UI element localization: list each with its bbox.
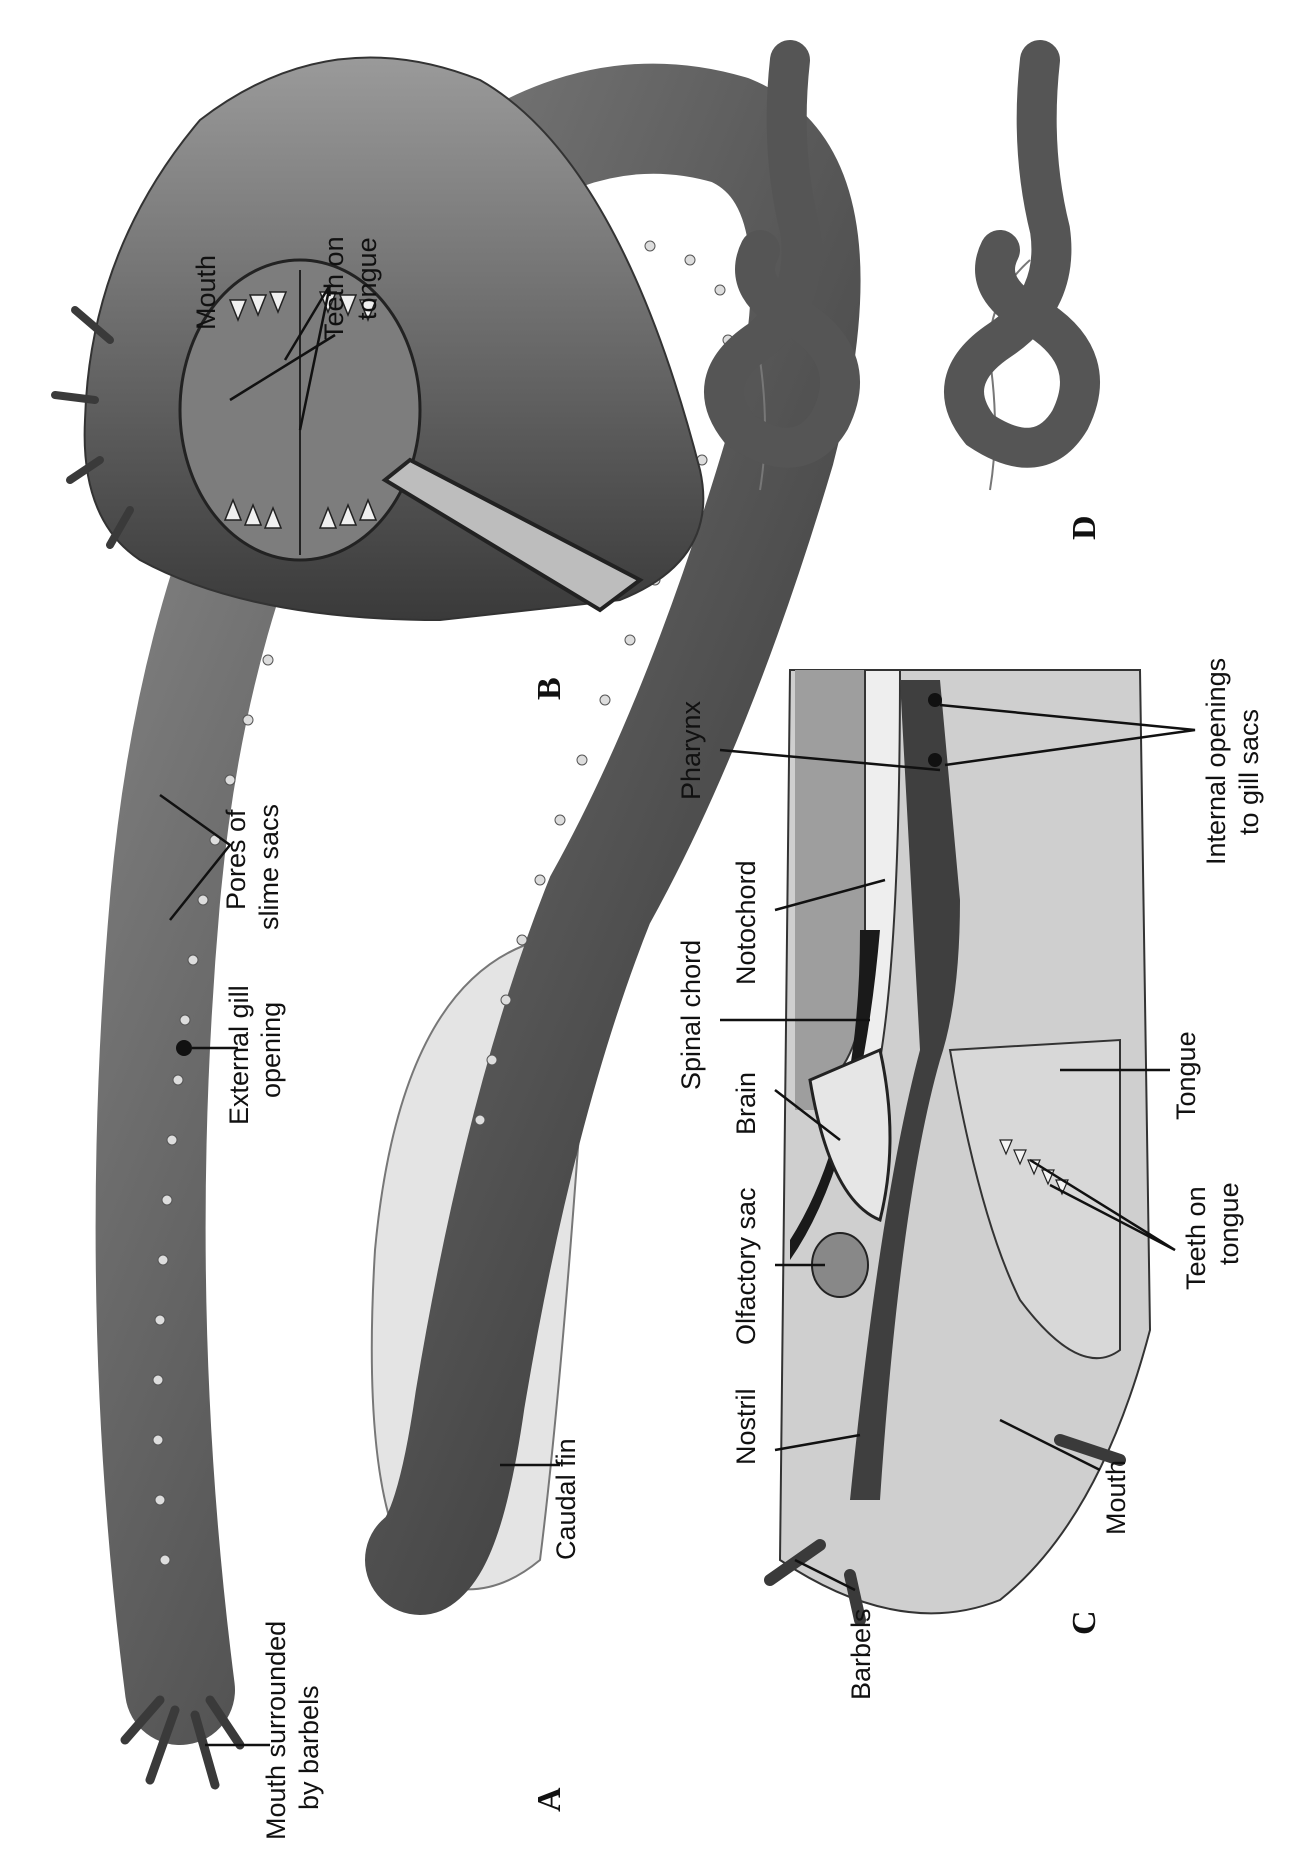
- label-teeth-b-1: Teeth on: [319, 236, 349, 340]
- label-pharynx: Pharynx: [676, 700, 706, 800]
- label-slime-pores-2: slime sacs: [254, 804, 284, 930]
- label-olfactory-sac: Olfactory sac: [731, 1187, 761, 1345]
- label-spinal-chord: Spinal chord: [676, 940, 706, 1090]
- label-teeth-c-1: Teeth on: [1181, 1186, 1211, 1290]
- label-mouth-barbels-1: Mouth surrounded: [261, 1621, 291, 1840]
- label-slime-pores-1: Pores of: [221, 809, 251, 910]
- label-teeth-b-2: tongue: [352, 237, 382, 320]
- label-barbels: Barbels: [846, 1608, 876, 1700]
- label-internal-openings-1: Internal openings: [1201, 658, 1231, 865]
- label-nostril: Nostril: [731, 1388, 761, 1465]
- gill-sac-opening-1: [928, 693, 942, 707]
- panel-label-a: A: [531, 1787, 568, 1812]
- label-internal-openings-2: to gill sacs: [1234, 709, 1264, 835]
- gill-sac-opening-2: [928, 753, 942, 767]
- panel-label-c: C: [1066, 1610, 1103, 1635]
- label-teeth-c-2: tongue: [1214, 1182, 1244, 1265]
- label-gill-opening-1: External gill: [224, 985, 254, 1125]
- label-mouth-c: Mouth: [1101, 1460, 1131, 1535]
- label-mouth-barbels-2: by barbels: [294, 1685, 324, 1810]
- label-caudal-fin: Caudal fin: [551, 1438, 581, 1560]
- label-gill-opening-2: opening: [256, 1002, 286, 1098]
- gill-opening-dot: [176, 1040, 192, 1056]
- knot-worm-2: [964, 60, 1080, 448]
- label-brain: Brain: [731, 1072, 761, 1135]
- panel-label-b: B: [531, 677, 568, 700]
- label-tongue: Tongue: [1171, 1031, 1201, 1120]
- label-notochord: Notochord: [731, 860, 761, 985]
- panel-c-illustration: [770, 670, 1150, 1620]
- label-mouth-b: Mouth: [191, 255, 221, 330]
- panel-label-d: D: [1066, 515, 1103, 540]
